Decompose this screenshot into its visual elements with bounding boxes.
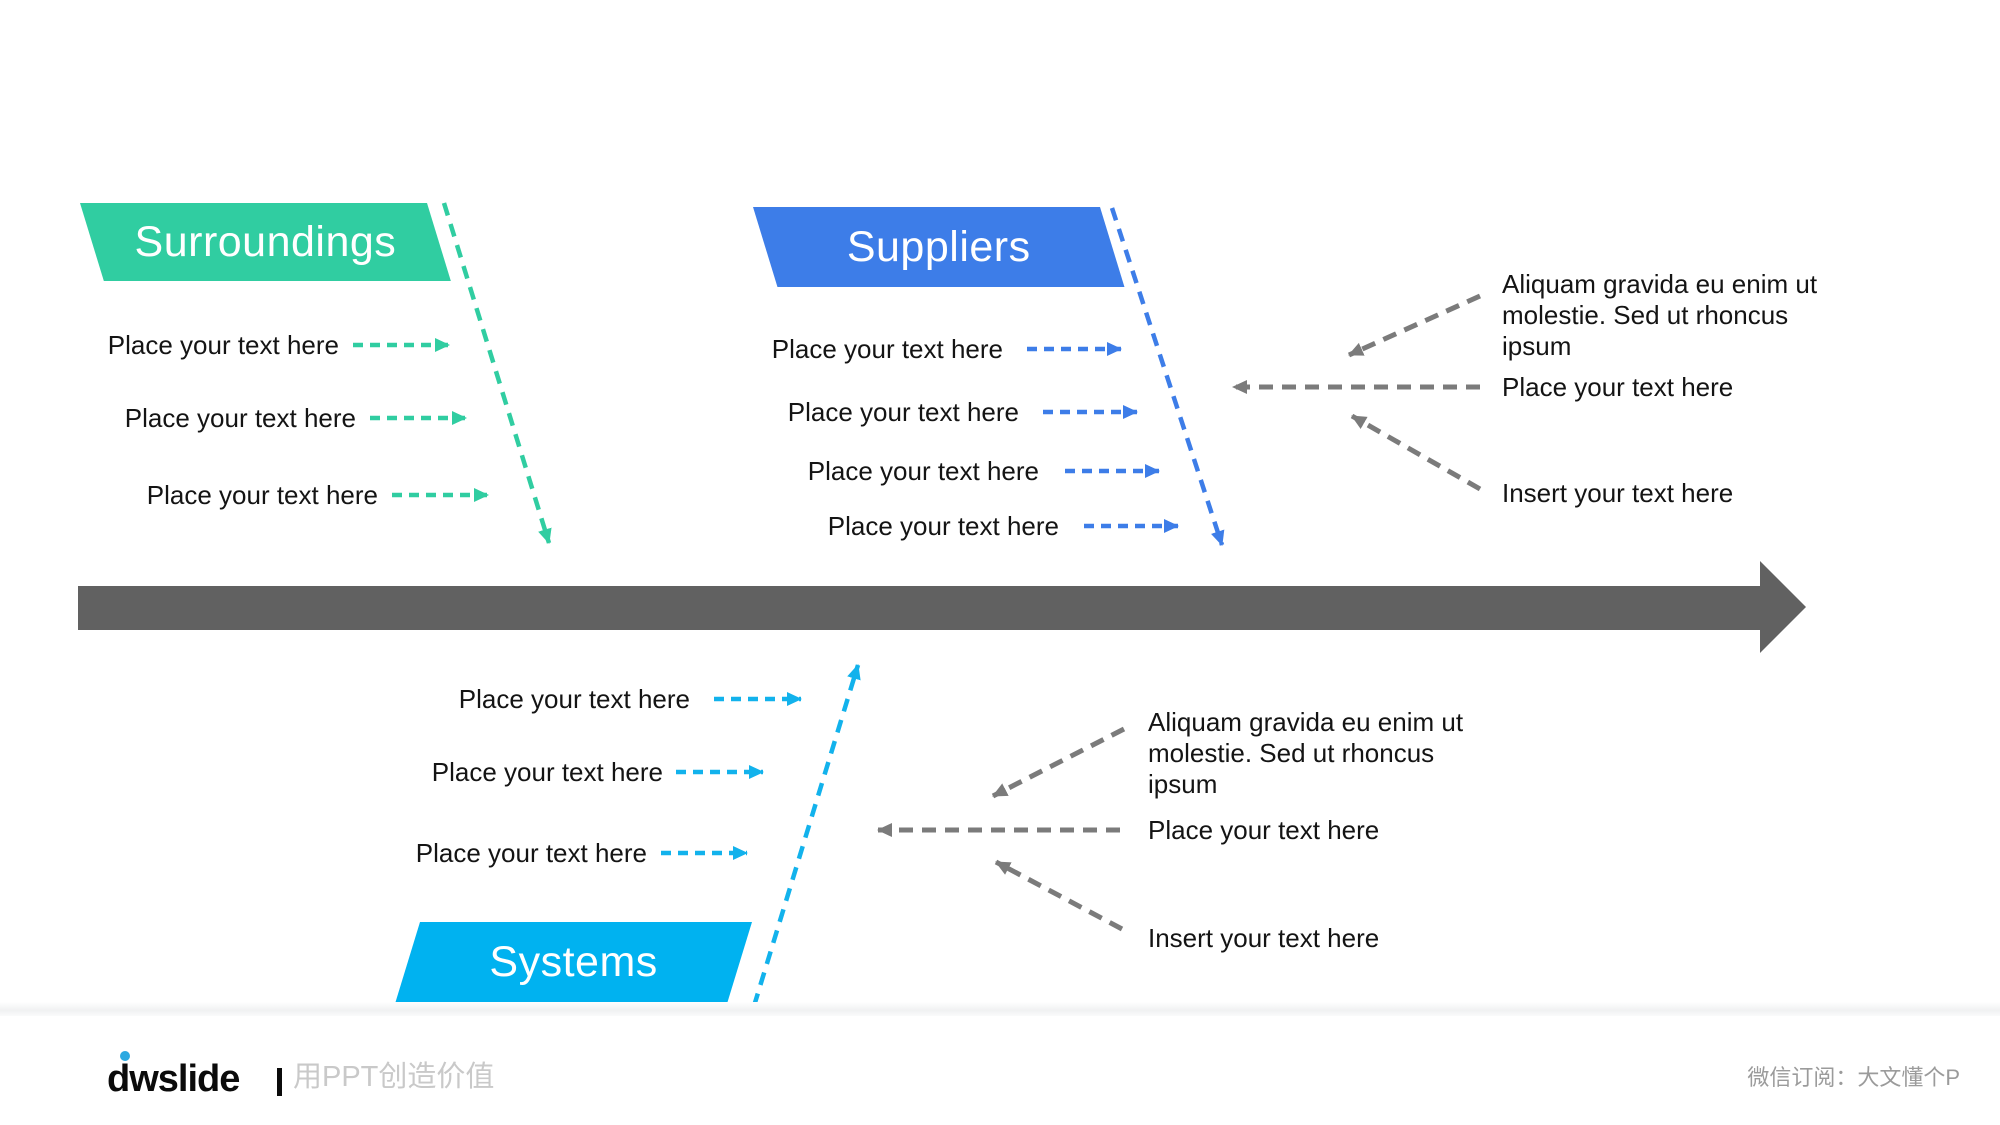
suppliers-row-label: Place your text here — [807, 456, 1039, 486]
suppliers-row-label: Place your text here — [771, 334, 1003, 364]
surroundings-row-label: Place your text here — [107, 330, 339, 360]
systems-row-label: Place your text here — [415, 838, 647, 868]
bottom-note-diagonal-arrow — [991, 726, 1126, 799]
bottom-note-diagonal-arrow — [994, 859, 1124, 932]
spine-shaft — [78, 586, 1760, 630]
surroundings-bone — [441, 202, 552, 544]
suppliers-row-label: Place your text here — [787, 397, 1019, 427]
top-note-paragraph: Aliquam gravida eu enim ut molestie. Sed… — [1502, 269, 1818, 361]
systems-row-label: Place your text here — [431, 757, 663, 787]
top-note-insert-label: Insert your text here — [1502, 478, 1734, 508]
surroundings-row-label: Place your text here — [124, 403, 356, 433]
brand-dot-icon — [120, 1051, 130, 1061]
suppliers-banner-title: Suppliers — [846, 222, 1031, 271]
suppliers-banner: Suppliers — [753, 207, 1125, 287]
systems-row-label: Place your text here — [458, 684, 690, 714]
surroundings-banner-title: Surroundings — [134, 217, 397, 266]
top-note-diagonal-arrow — [1347, 293, 1482, 358]
wechat-subscription-note: 微信订阅：大文懂个P — [1747, 1065, 1960, 1090]
bottom-note-insert-label: Insert your text here — [1148, 923, 1380, 953]
surroundings-banner: Surroundings — [80, 203, 451, 281]
bottom-note-place-label: Place your text here — [1148, 815, 1380, 845]
systems-banner-title: Systems — [489, 938, 658, 986]
suppliers-bone — [1109, 207, 1225, 546]
systems-banner: Systems — [395, 922, 752, 1003]
spine-arrowhead — [1760, 561, 1806, 653]
brand-wordmark: dwslide — [107, 1058, 240, 1100]
slide-bottom-edge — [0, 1002, 2000, 1016]
top-note-diagonal-arrow — [1350, 413, 1482, 492]
systems-bone — [751, 664, 861, 1007]
suppliers-row-label: Place your text here — [827, 511, 1059, 541]
surroundings-row-label: Place your text here — [146, 480, 378, 510]
top-note-place-label: Place your text here — [1502, 372, 1734, 402]
brand-tagline: 用PPT创造价值 — [293, 1061, 495, 1093]
bottom-note-paragraph: Aliquam gravida eu enim ut molestie. Sed… — [1148, 707, 1464, 799]
brand-divider — [277, 1068, 282, 1096]
